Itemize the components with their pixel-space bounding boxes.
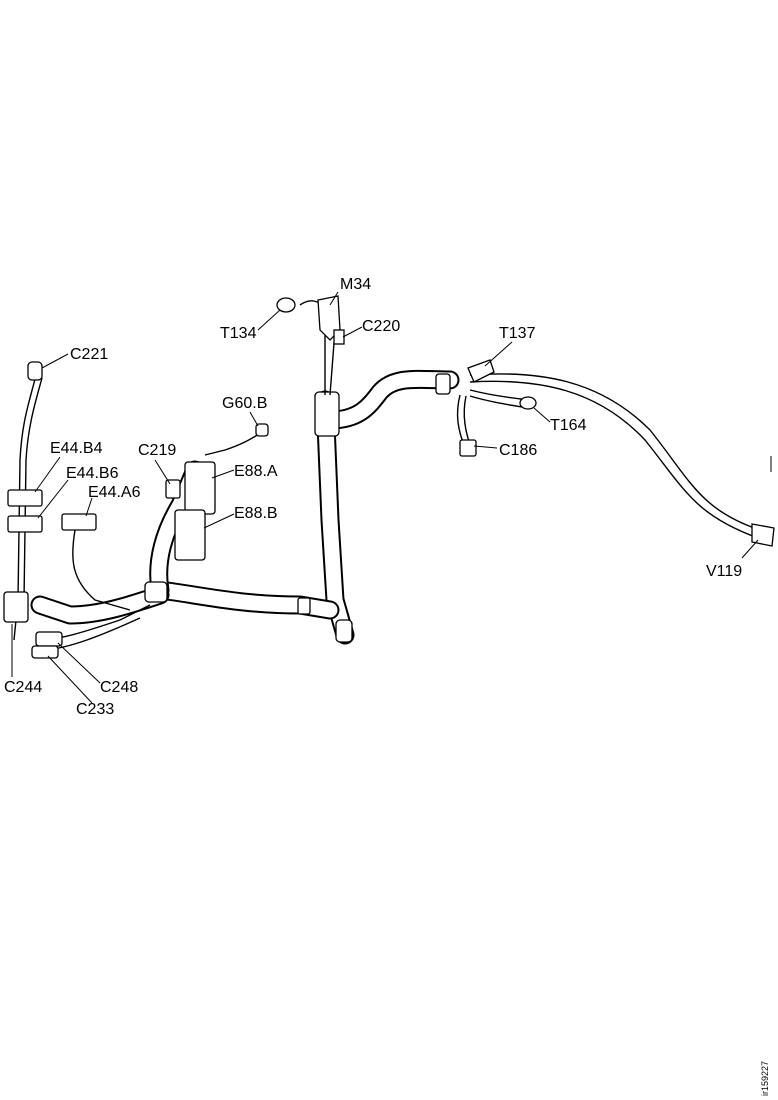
components xyxy=(3,295,775,659)
label-g60b: G60.B xyxy=(222,395,267,412)
connector-c233 xyxy=(31,645,59,659)
label-c221: C221 xyxy=(70,346,108,363)
label-c220: C220 xyxy=(362,318,400,335)
label-v119: V119 xyxy=(706,563,742,580)
label-e44b4: E44.B4 xyxy=(50,440,103,457)
leader-lines xyxy=(11,291,759,704)
connector-c186 xyxy=(459,439,477,457)
module-e88a xyxy=(184,461,216,515)
harness-sleeves xyxy=(297,373,451,643)
harness-trunk xyxy=(30,369,460,645)
connector-c220 xyxy=(333,329,345,345)
figure-id: ir159227 xyxy=(760,1061,770,1096)
label-c248: C248 xyxy=(100,679,138,696)
label-t134: T134 xyxy=(220,325,257,342)
connector-c248 xyxy=(35,631,63,647)
label-e44a6: E44.A6 xyxy=(88,484,141,501)
connector-c221 xyxy=(27,361,43,381)
label-e88b: E88.B xyxy=(234,505,278,522)
connector-e44a6 xyxy=(61,513,97,531)
label-c186: C186 xyxy=(499,442,537,459)
terminal-t137 xyxy=(467,359,495,383)
label-m34: M34 xyxy=(340,276,371,293)
label-t137: T137 xyxy=(499,325,536,342)
label-c244: C244 xyxy=(4,679,42,696)
terminal-t134 xyxy=(276,297,296,313)
label-e44b6: E44.B6 xyxy=(66,465,119,482)
label-e88a: E88.A xyxy=(234,463,278,480)
connector-c244 xyxy=(3,591,29,623)
module-e88b xyxy=(174,509,206,561)
connector-e44b6 xyxy=(7,515,43,533)
connector-e44b4 xyxy=(7,489,43,507)
callout-labels: M34 T134 C220 T137 C221 G60.B T164 C186 … xyxy=(4,276,742,718)
label-c233: C233 xyxy=(76,701,114,718)
terminal-t164 xyxy=(519,396,537,410)
label-c219: C219 xyxy=(138,442,176,459)
label-t164: T164 xyxy=(550,417,587,434)
connector-c219 xyxy=(165,479,181,499)
ground-g60b xyxy=(255,423,269,437)
